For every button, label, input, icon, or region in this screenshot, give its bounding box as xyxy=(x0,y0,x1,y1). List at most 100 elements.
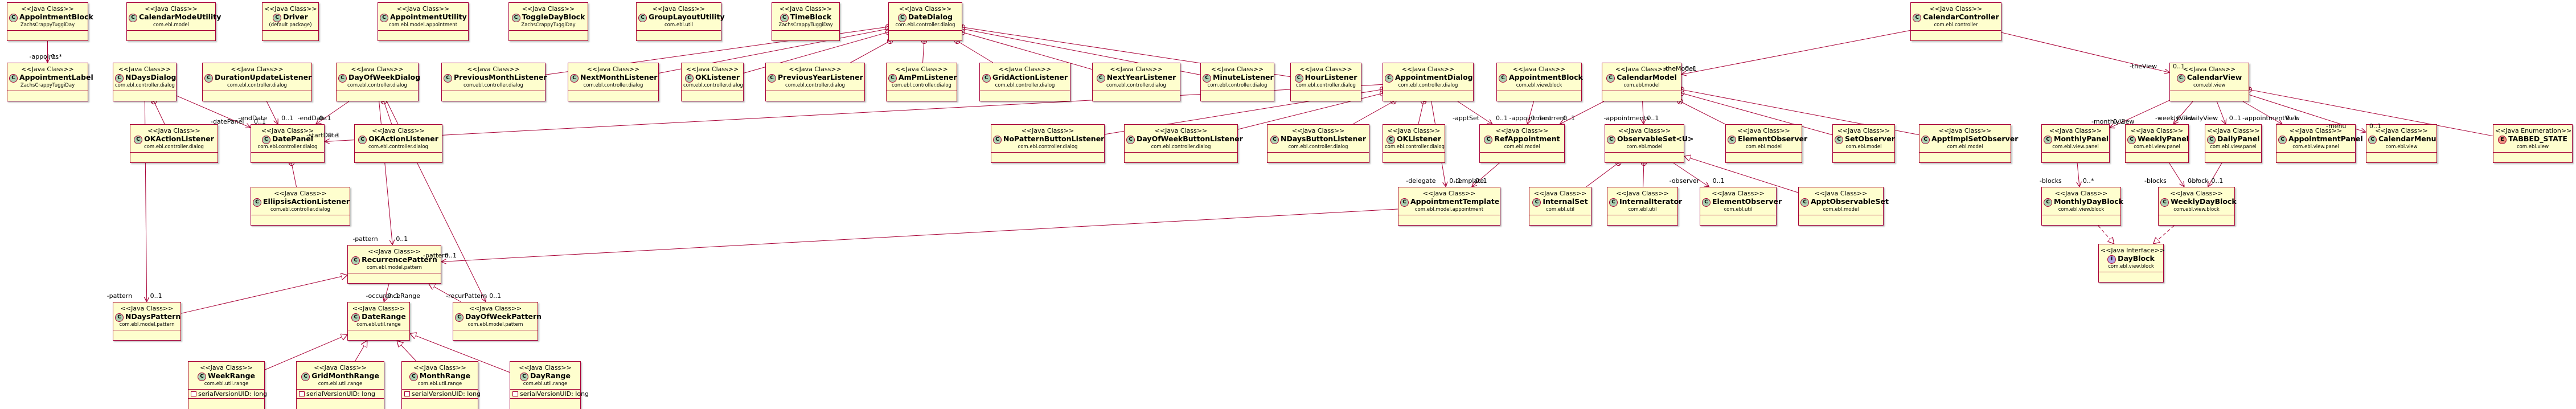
relation-multiplicity: 0..1 xyxy=(2176,114,2189,122)
relation-multiplicity: 0..1 xyxy=(319,114,331,122)
class-kind-icon: C xyxy=(1126,136,1135,144)
relation-nested xyxy=(151,98,165,125)
class-kind-icon: C xyxy=(2044,136,2052,144)
package-label: com.ebl.util.range xyxy=(523,381,568,387)
class-kind-icon: C xyxy=(2207,136,2216,144)
package-label: com.ebl.controller xyxy=(1934,22,1978,28)
class-kind-icon: C xyxy=(1607,136,1615,144)
stereotype-label: <<Java Class>> xyxy=(1615,66,1668,73)
relation-nested xyxy=(1586,159,1622,187)
class-kind-icon: C xyxy=(261,136,270,144)
class-name-text: ElementObserver xyxy=(1712,197,1782,206)
field-compartment: serialVersionUID: long xyxy=(297,390,384,399)
class-kind-icon: C xyxy=(2160,198,2169,207)
class-kind-icon: C xyxy=(273,14,282,22)
class-kind-icon: C xyxy=(2044,198,2052,207)
class-name-text: WeeklyPanel xyxy=(2138,134,2189,143)
method-compartment xyxy=(1268,153,1369,157)
class-name-text: RefAppointment xyxy=(1494,134,1560,143)
class-kind-icon: C xyxy=(2278,136,2287,144)
field-row: serialVersionUID: long xyxy=(402,390,481,398)
relation-nested xyxy=(954,38,994,63)
method-compartment xyxy=(2276,153,2355,157)
relation-multiplicity: 0..1 xyxy=(1563,114,1576,122)
package-label: com.ebl.model.pattern xyxy=(467,322,523,328)
class-kind-icon: C xyxy=(1609,198,1618,207)
relation-role-label: -appointment xyxy=(1509,114,1552,122)
method-compartment xyxy=(1398,215,1500,220)
stereotype-label: <<Java Class>> xyxy=(467,66,520,73)
